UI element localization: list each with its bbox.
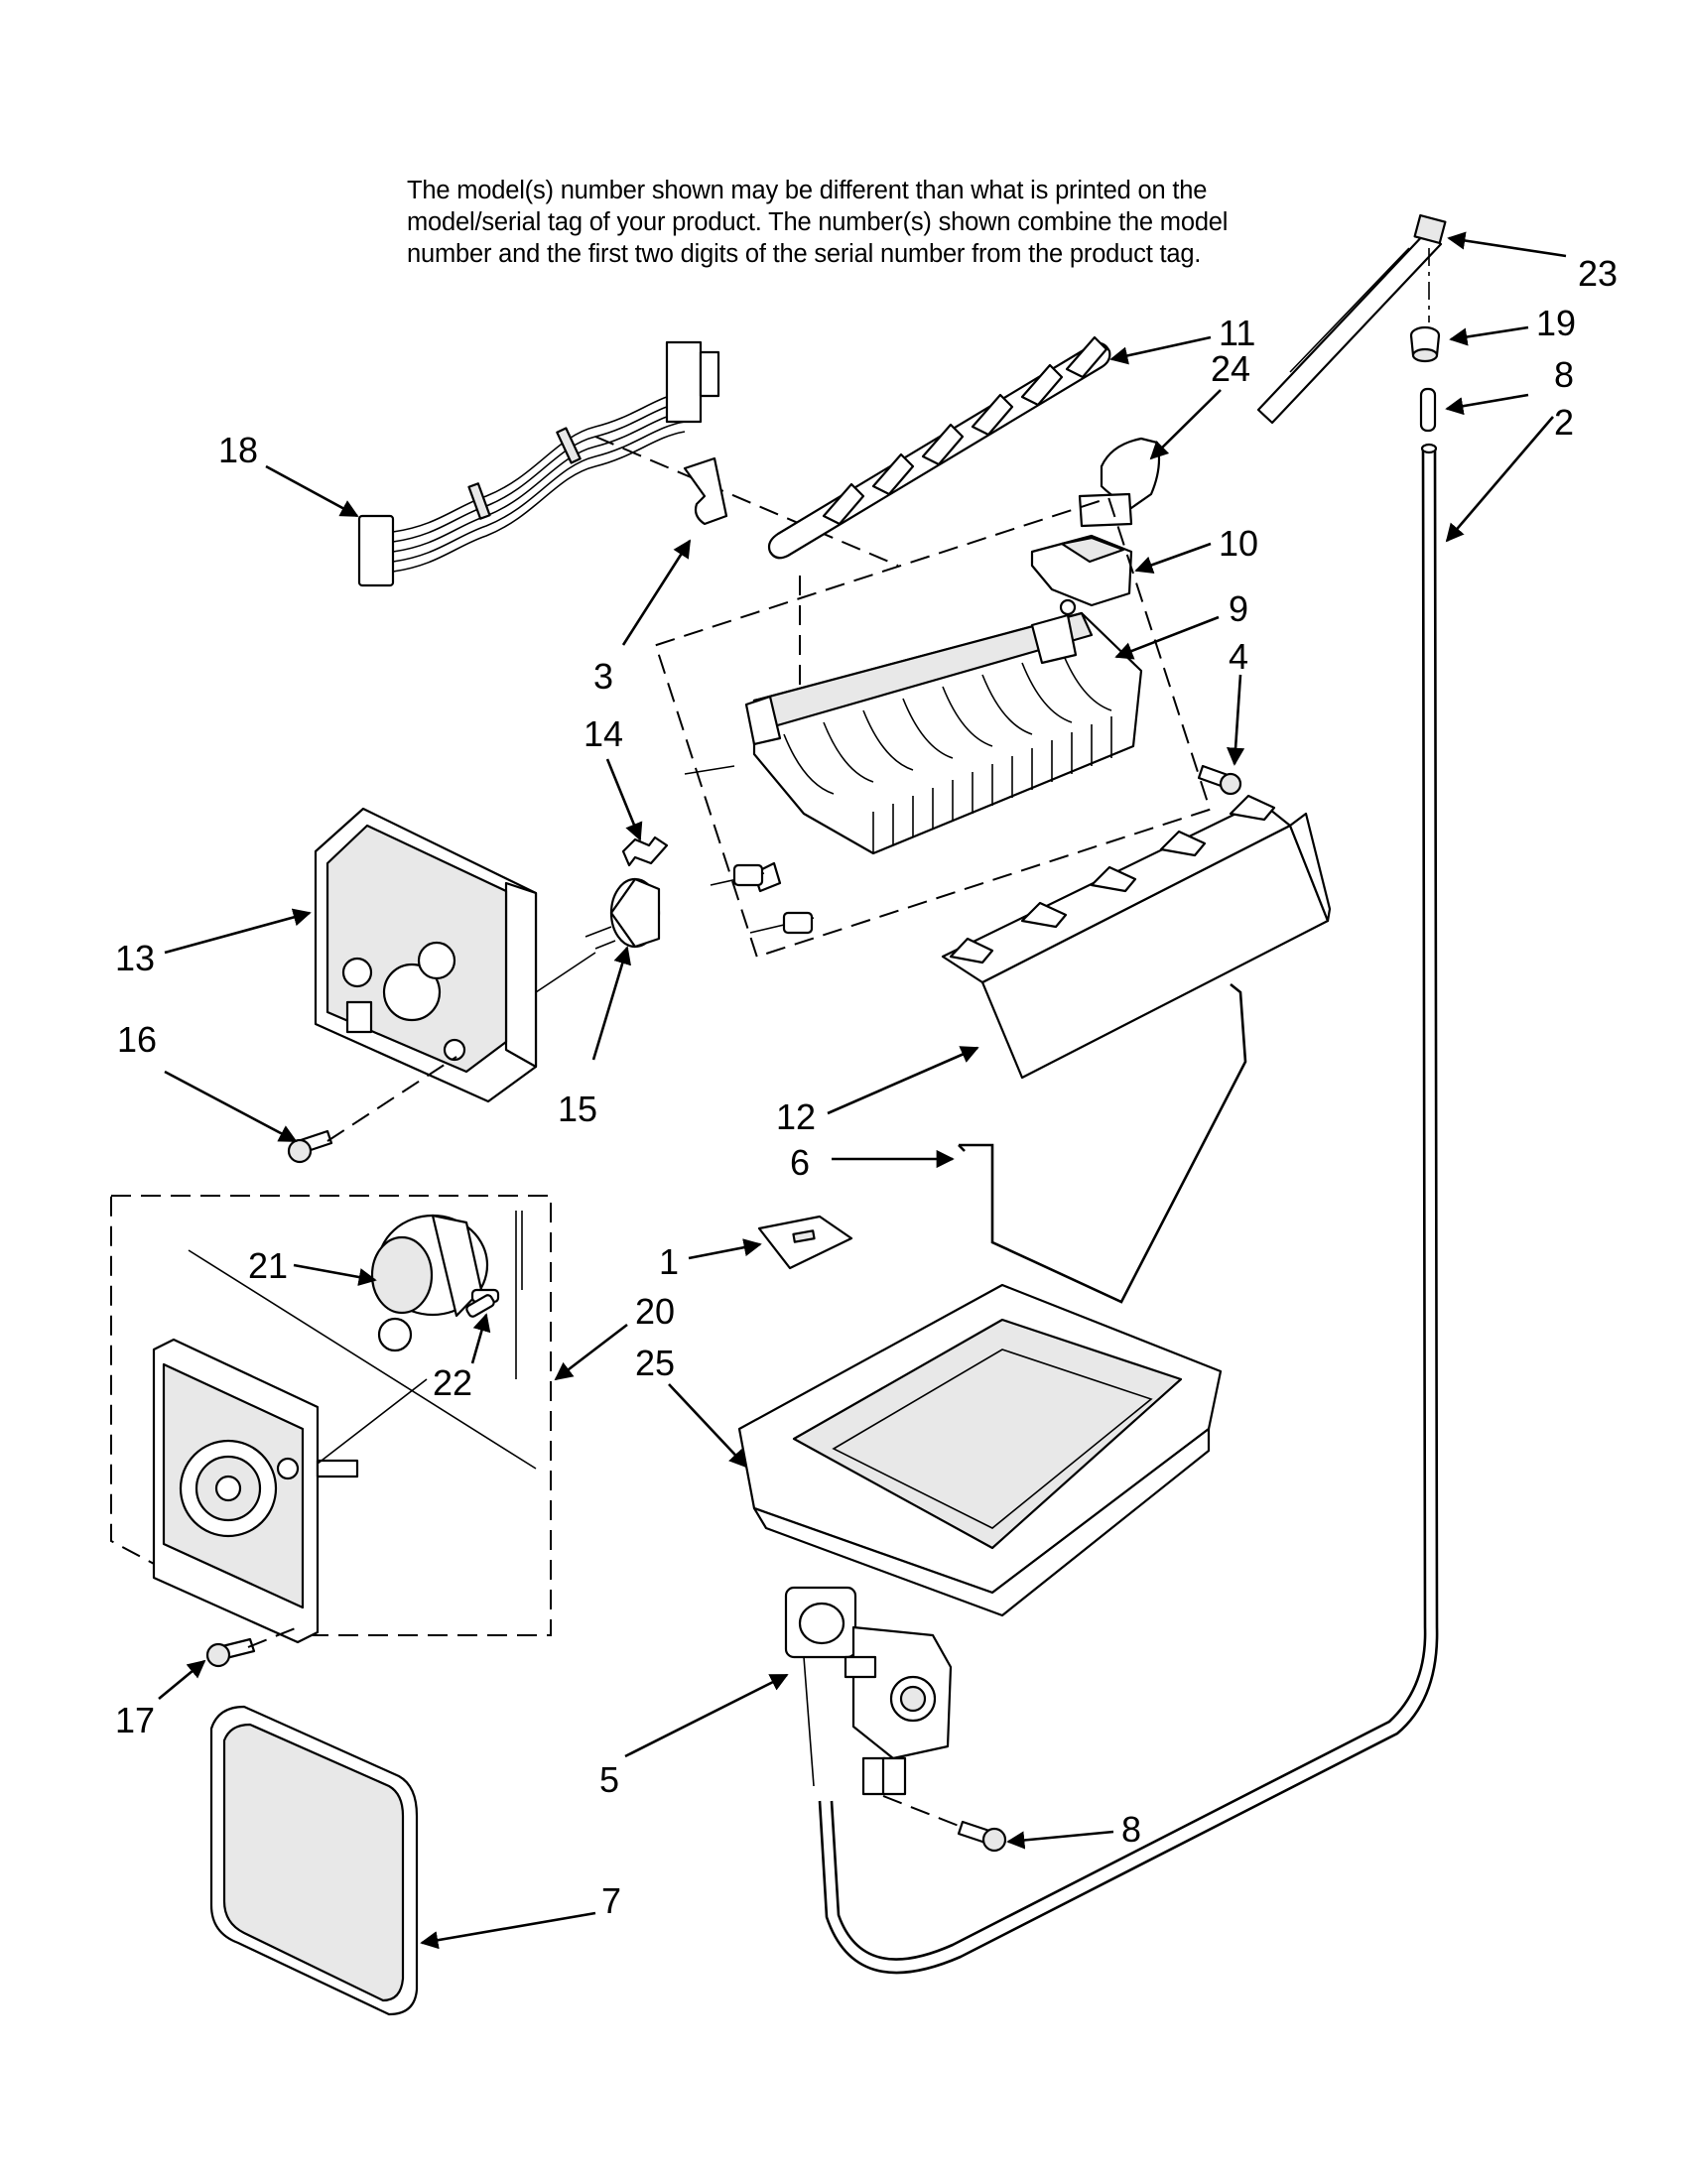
- screw-part-16: [287, 1129, 333, 1164]
- callout-11: 11: [1219, 313, 1255, 353]
- water-tube-part: [818, 443, 1439, 1975]
- callout-5: 5: [599, 1759, 619, 1800]
- note-line-1: The model(s) number shown may be differe…: [407, 177, 1208, 204]
- motor-part: [370, 1211, 523, 1379]
- small-bracket-part: [757, 1215, 853, 1270]
- callout-12: 12: [776, 1096, 816, 1137]
- ice-mold-part: [684, 611, 1143, 935]
- screw-part-4: [1197, 764, 1242, 796]
- ejector-part: [767, 335, 1111, 560]
- gear-plate-part: [152, 1249, 537, 1644]
- callout-8-lower: 8: [1121, 1809, 1141, 1850]
- ice-stripper-part: [941, 794, 1332, 1080]
- bracket-part: [1030, 534, 1133, 616]
- callout-24: 24: [1211, 348, 1250, 389]
- note-line-2: model/serial tag of your product. The nu…: [407, 208, 1229, 236]
- leader-lines: [158, 231, 1567, 1950]
- callout-9: 9: [1229, 588, 1248, 629]
- callout-13: 13: [115, 938, 155, 978]
- screw-part-8-lower: [957, 1820, 1007, 1853]
- callout-3: 3: [593, 656, 613, 697]
- callout-19: 19: [1536, 303, 1576, 343]
- coupler-part-upper: [1419, 387, 1437, 433]
- callout-16: 16: [117, 1019, 157, 1060]
- callout-4: 4: [1229, 636, 1248, 677]
- wire-harness-part: [357, 340, 720, 587]
- model-number-note: The model(s) number shown may be differe…: [407, 175, 1360, 270]
- callout-14: 14: [584, 713, 623, 754]
- callout-7: 7: [601, 1880, 621, 1921]
- callout-10: 10: [1219, 523, 1258, 564]
- shutoff-arm-part: [958, 982, 1247, 1304]
- thermostat-part: [584, 877, 661, 950]
- callout-17: 17: [115, 1700, 155, 1740]
- cam-part: [1078, 437, 1161, 528]
- grommet-part: [1409, 325, 1441, 363]
- screw-part-17: [205, 1637, 256, 1668]
- spring-clip-part: [621, 835, 669, 867]
- callout-22: 22: [433, 1362, 472, 1403]
- callout-18: 18: [218, 430, 258, 470]
- note-line-3: number and the first two digits of the s…: [407, 240, 1202, 268]
- fill-tube-part: [1256, 213, 1447, 425]
- ice-bin-part: [737, 1283, 1223, 1617]
- callout-6: 6: [790, 1142, 810, 1183]
- callout-23: 23: [1578, 253, 1618, 294]
- callout-2: 2: [1554, 402, 1574, 443]
- callout-20: 20: [635, 1291, 675, 1332]
- callout-15: 15: [558, 1089, 597, 1129]
- callout-21: 21: [248, 1245, 288, 1286]
- callout-1: 1: [659, 1241, 679, 1282]
- clip-part: [683, 456, 728, 526]
- callout-25: 25: [635, 1343, 675, 1383]
- callout-labels: 23 19 8 2 11 24 18 10 9 3 4 14 13 15 16 …: [115, 253, 1618, 1921]
- screw-part-22: [465, 1294, 495, 1318]
- water-valve-part: [784, 1586, 953, 1796]
- callout-8-upper: 8: [1554, 354, 1574, 395]
- cover-part: [209, 1705, 419, 2016]
- control-housing-part: [314, 807, 596, 1103]
